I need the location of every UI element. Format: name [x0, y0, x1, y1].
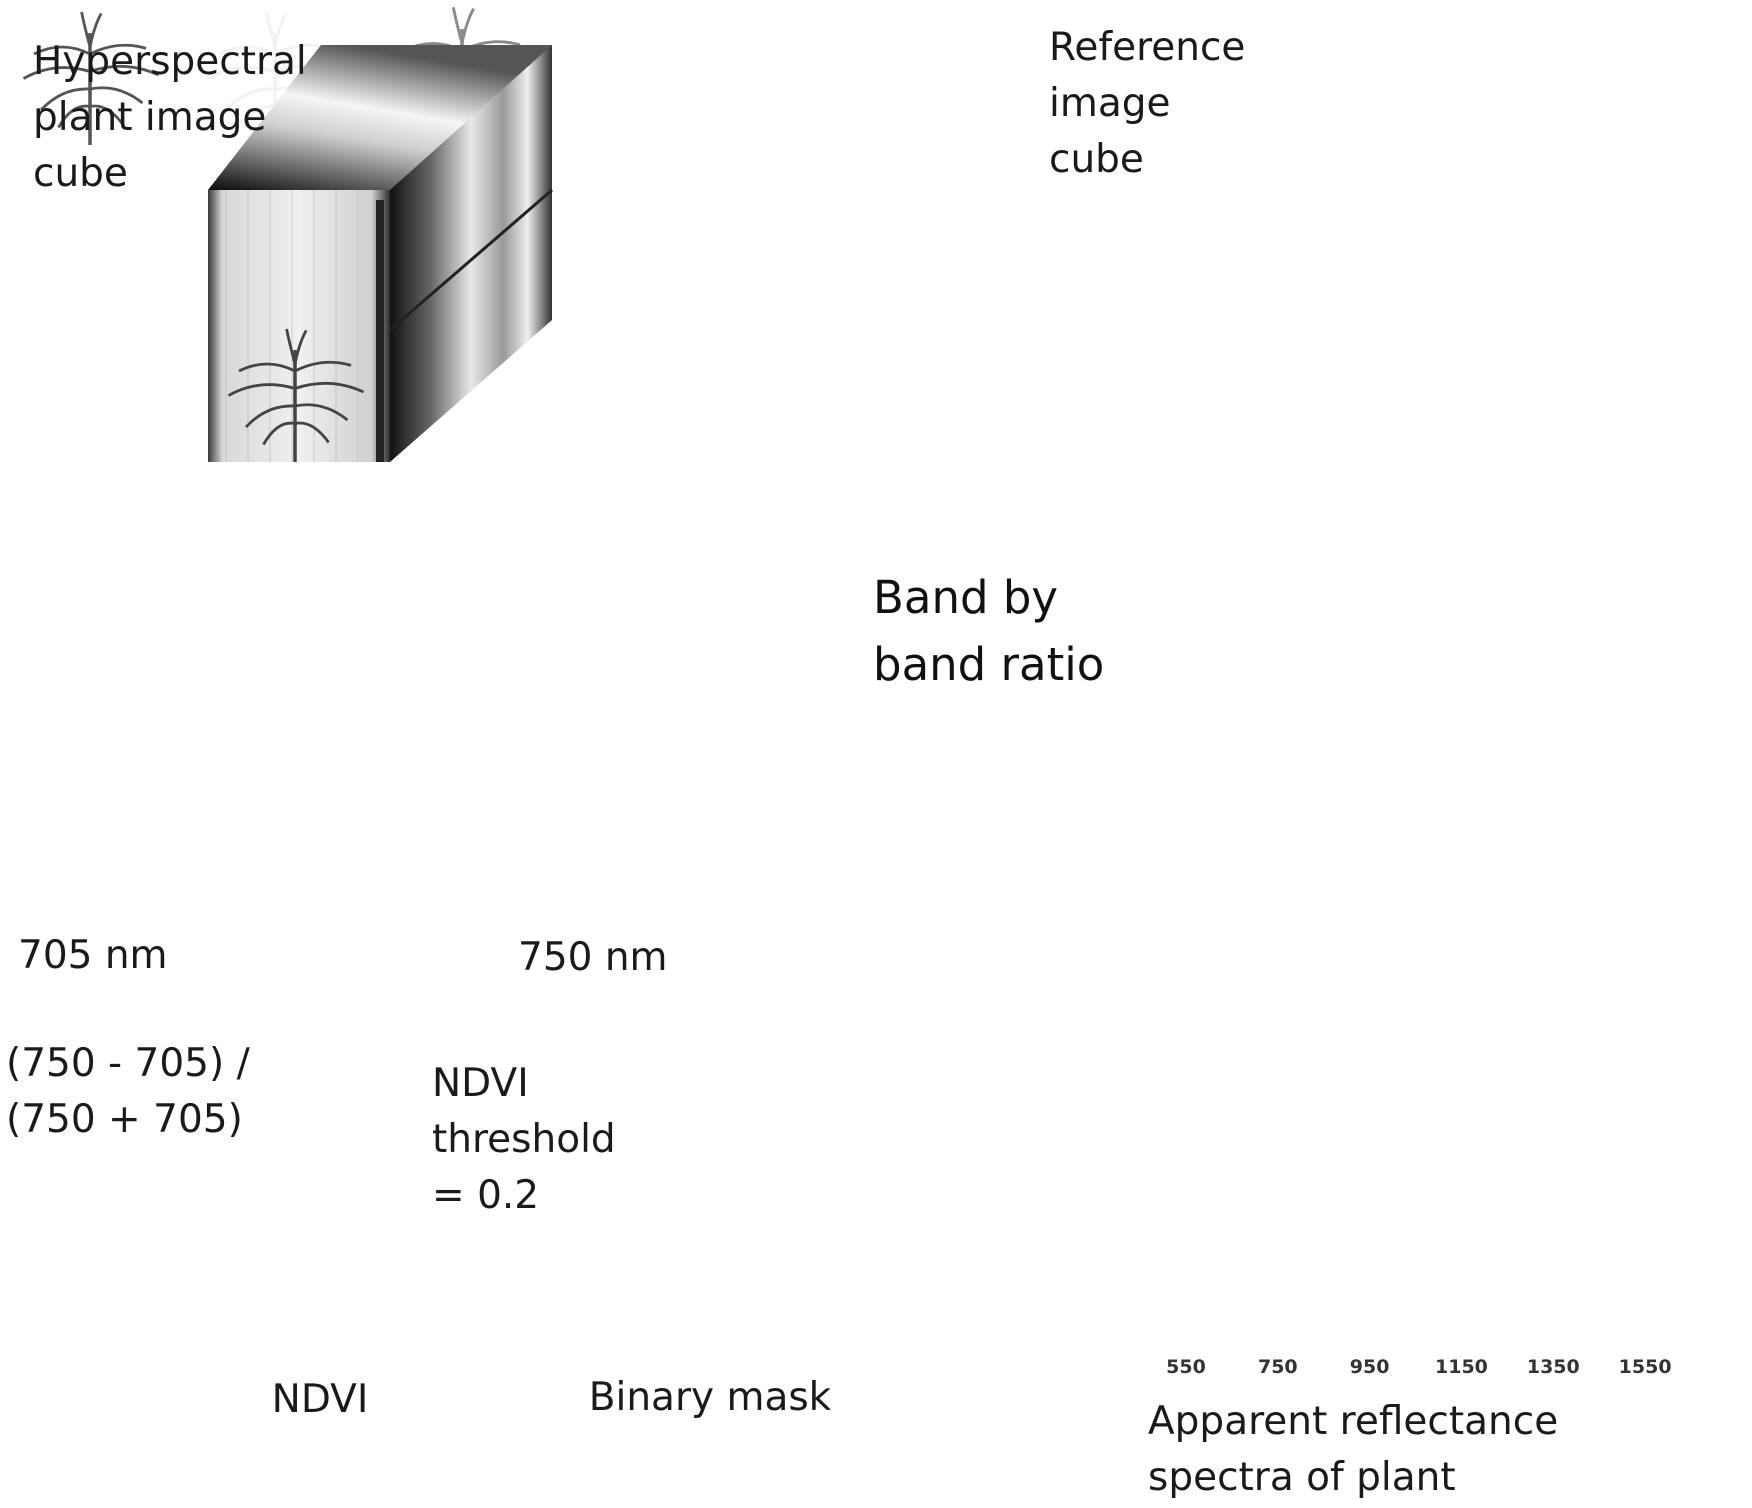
band-705-label: 705 nm: [18, 933, 168, 978]
cube-side-face: [390, 45, 552, 462]
hyperspectral-cube: [208, 45, 553, 462]
band-ratio-label: Band by band ratio: [873, 571, 1105, 691]
x-tick-label: 750: [1257, 1356, 1298, 1378]
spectra-output-label: Apparent reflectance spectra of plant: [1148, 1399, 1559, 1500]
reference-cube-label: Reference image cube: [1049, 25, 1246, 182]
ndvi-label: NDVI: [271, 1377, 369, 1422]
binary-mask-label: Binary mask: [588, 1375, 832, 1420]
x-tick-label: 950: [1349, 1356, 1390, 1378]
x-tick-label: 1550: [1618, 1356, 1672, 1378]
x-tick-label: 1150: [1435, 1356, 1488, 1378]
cube-front-face: [208, 190, 390, 462]
band-750-label: 750 nm: [518, 935, 668, 980]
x-tick-label: 550: [1166, 1356, 1206, 1378]
ndvi-formula-label: (750 - 705) / (750 + 705): [6, 1041, 250, 1142]
x-tick-label: 1350: [1526, 1356, 1580, 1378]
ndvi-threshold-label: NDVI threshold = 0.2: [432, 1061, 616, 1218]
hyperspectral-cube-label: Hyperspectral plant image cube: [33, 39, 307, 196]
